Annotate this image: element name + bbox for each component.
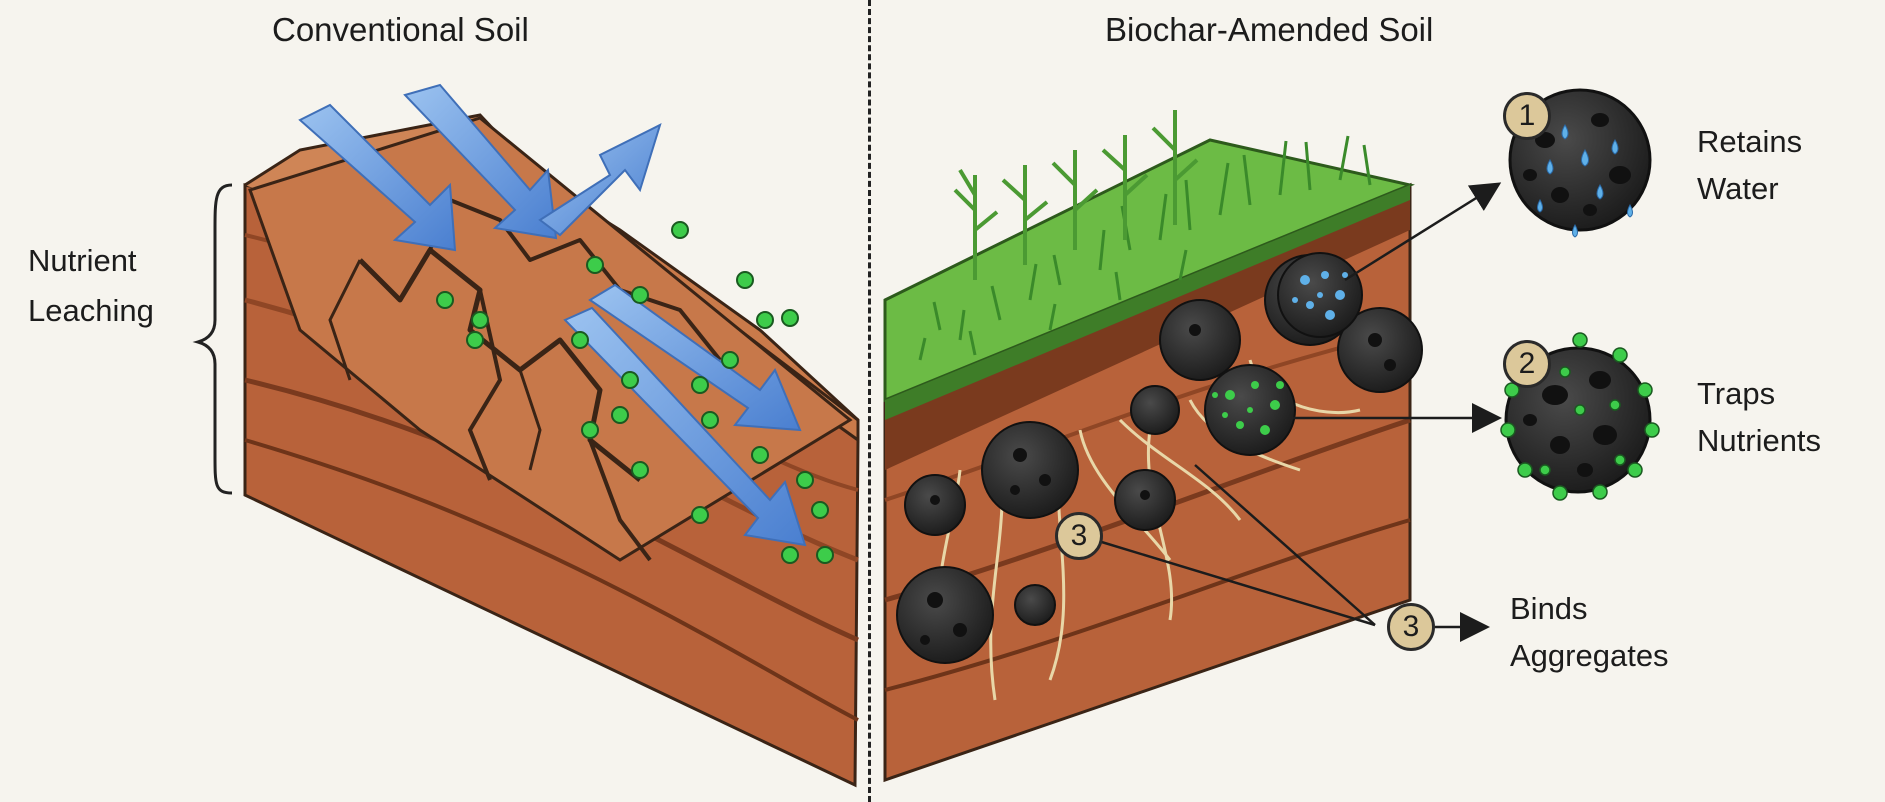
callout-2-line2: Nutrients xyxy=(1697,423,1822,458)
callout-1-badge: 1 xyxy=(1503,92,1551,140)
leaching-nutrient-dots xyxy=(436,221,834,564)
nutrient-leaching-label-line2: Leaching xyxy=(28,293,154,328)
callout-3-line1: Binds xyxy=(1510,591,1588,626)
leaching-brace xyxy=(192,183,233,495)
traps-nutrients-particle xyxy=(1500,332,1660,501)
conventional-soil-block xyxy=(243,113,860,788)
corn-plants xyxy=(953,110,1199,280)
nutrient-leaching-label-line1: Nutrient xyxy=(28,243,137,278)
panel-divider xyxy=(868,0,871,802)
callout-2-badge: 2 xyxy=(1503,340,1551,388)
callout-1-line1: Retains xyxy=(1697,124,1803,159)
callout-3-badge: 3 xyxy=(1387,603,1435,651)
callout-leader-lines xyxy=(1094,182,1502,642)
right-panel-title: Biochar-Amended Soil xyxy=(1105,11,1434,48)
callout-3-line2: Aggregates xyxy=(1510,638,1669,673)
callout-1-line2: Water xyxy=(1697,171,1779,206)
callout-2-line1: Traps xyxy=(1697,376,1776,411)
soil-biochar-particles xyxy=(896,252,1423,664)
callout-3-badge-soil: 3 xyxy=(1055,512,1103,560)
left-panel-title: Conventional Soil xyxy=(272,11,529,48)
